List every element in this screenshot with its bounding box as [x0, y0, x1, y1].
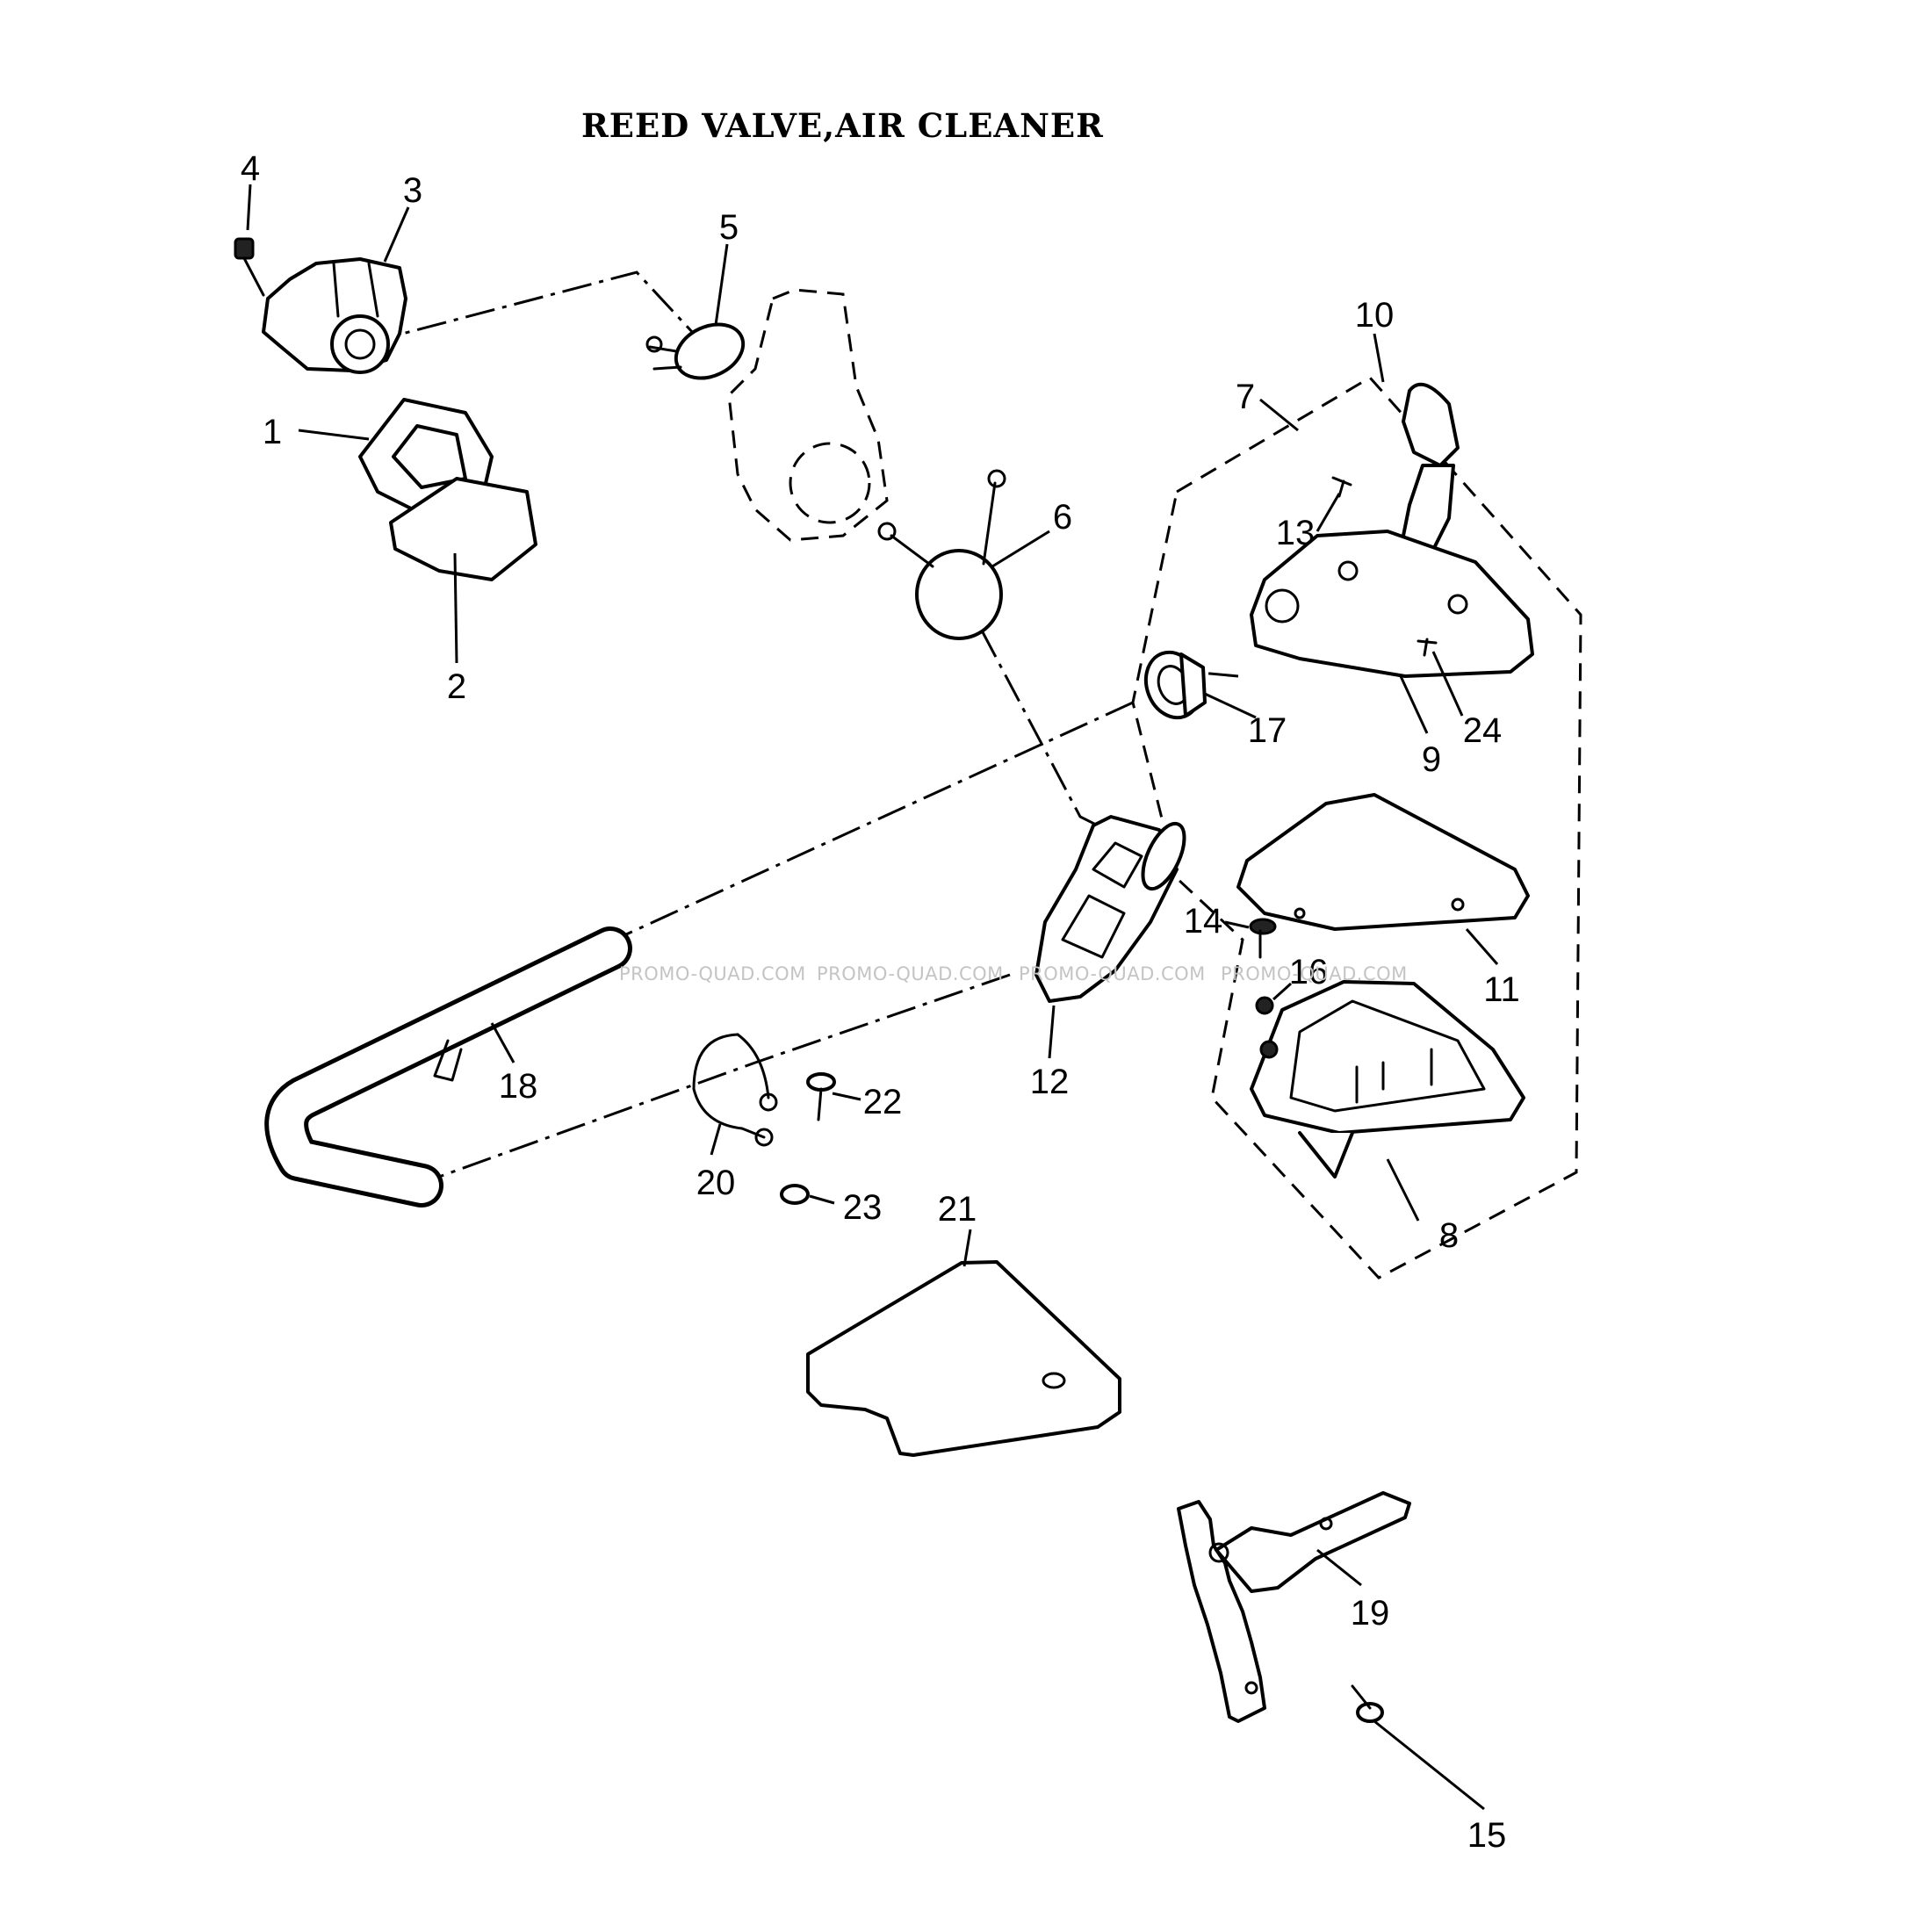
- leader-line-16: [1272, 982, 1293, 1001]
- callout-3: 3: [403, 171, 422, 210]
- leader-line-6: [991, 530, 1050, 568]
- leader-line-17: [1204, 692, 1257, 719]
- leader-line-15: [1373, 1719, 1485, 1811]
- leader-line-3: [383, 206, 410, 263]
- callout-14: 14: [1184, 902, 1223, 941]
- connector-line-17: [614, 701, 1134, 941]
- leader-line-2: [453, 552, 458, 664]
- callout-24: 24: [1463, 711, 1503, 750]
- callout-23: 23: [843, 1188, 883, 1227]
- screw-part-13: [1331, 476, 1352, 498]
- leader-line-9: [1399, 675, 1429, 734]
- callout-9: 9: [1422, 740, 1441, 779]
- screw-part-14: [1249, 918, 1277, 959]
- callout-13: 13: [1276, 514, 1316, 552]
- callout-20: 20: [696, 1164, 736, 1202]
- callout-21: 21: [938, 1190, 977, 1229]
- callout-2: 2: [447, 667, 466, 706]
- connector-line-12: [438, 973, 1011, 1179]
- callout-22: 22: [863, 1083, 903, 1121]
- callout-10: 10: [1355, 296, 1395, 335]
- watermark-1: PROMO-QUAD.COM: [619, 963, 806, 984]
- engine-intake-phantom: [727, 288, 889, 542]
- intake-boot-part-12: [1034, 815, 1186, 1003]
- leader-line-10: [1373, 333, 1385, 383]
- leader-line-23: [809, 1194, 835, 1205]
- pad-part-21: [806, 1260, 1121, 1457]
- screw-part-4: [234, 237, 265, 297]
- gasket-part: [389, 477, 537, 581]
- diagram-title: REED VALVE,AIR CLEANER: [581, 106, 1104, 145]
- callout-7: 7: [1236, 378, 1255, 416]
- screw-part-15: [1351, 1684, 1384, 1723]
- carburetor-part: [262, 257, 407, 374]
- leader-line-12: [1048, 1005, 1056, 1059]
- callout-5: 5: [719, 208, 739, 247]
- hose-clamp-part-5: [645, 322, 746, 380]
- leader-line-14: [1224, 920, 1250, 929]
- band-clamp-part-6: [877, 469, 1006, 640]
- bracket-part-19: [1177, 1491, 1411, 1723]
- clip-part-16: [1255, 996, 1274, 1015]
- callout-1: 1: [263, 413, 282, 451]
- hose-part-18: [264, 926, 632, 1208]
- callout-8: 8: [1439, 1216, 1459, 1255]
- filter-element-part-11: [1236, 793, 1530, 931]
- watermark-2: PROMO-QUAD.COM: [817, 963, 1004, 984]
- bolt-part-22: [806, 1072, 836, 1121]
- callout-6: 6: [1053, 498, 1072, 537]
- connector-line-intake: [980, 630, 1134, 845]
- callout-4: 4: [241, 149, 260, 188]
- callout-17: 17: [1248, 711, 1287, 750]
- leader-line-18: [490, 1022, 515, 1063]
- leader-line-13: [1316, 493, 1341, 532]
- leader-line-22: [832, 1092, 861, 1101]
- connector-line-carb: [368, 270, 696, 344]
- callout-12: 12: [1030, 1063, 1070, 1101]
- air-cleaner-case-part-8: [1250, 980, 1525, 1179]
- leader-line-24: [1431, 651, 1464, 717]
- watermark-4: PROMO-QUAD.COM: [1221, 963, 1408, 984]
- grommet-part-17: [1143, 650, 1207, 720]
- air-cleaner-assembly-outline: [1131, 376, 1582, 1280]
- leader-line-8: [1386, 1158, 1420, 1222]
- callout-18: 18: [499, 1067, 538, 1106]
- leader-line-4: [246, 184, 252, 231]
- callout-11: 11: [1483, 970, 1520, 1009]
- connector-line-9: [1141, 666, 1239, 678]
- leader-line-19: [1316, 1548, 1362, 1587]
- breather-tube-part-10: [1399, 382, 1460, 555]
- clamp-part-20: [692, 1033, 778, 1147]
- callout-19: 19: [1351, 1594, 1390, 1633]
- callout-16: 16: [1289, 953, 1329, 991]
- leader-line-1: [298, 429, 370, 441]
- leader-line-7: [1259, 398, 1299, 432]
- screw-part-24: [1417, 638, 1438, 657]
- leader-line-20: [710, 1123, 722, 1156]
- nut-part-23: [780, 1184, 810, 1205]
- watermark-3: PROMO-QUAD.COM: [1019, 963, 1206, 984]
- leader-line-21: [962, 1229, 972, 1267]
- leader-line-11: [1465, 928, 1499, 965]
- leader-line-5: [714, 243, 729, 326]
- air-cleaner-cover-part-9: [1250, 530, 1534, 678]
- callout-15: 15: [1467, 1816, 1507, 1855]
